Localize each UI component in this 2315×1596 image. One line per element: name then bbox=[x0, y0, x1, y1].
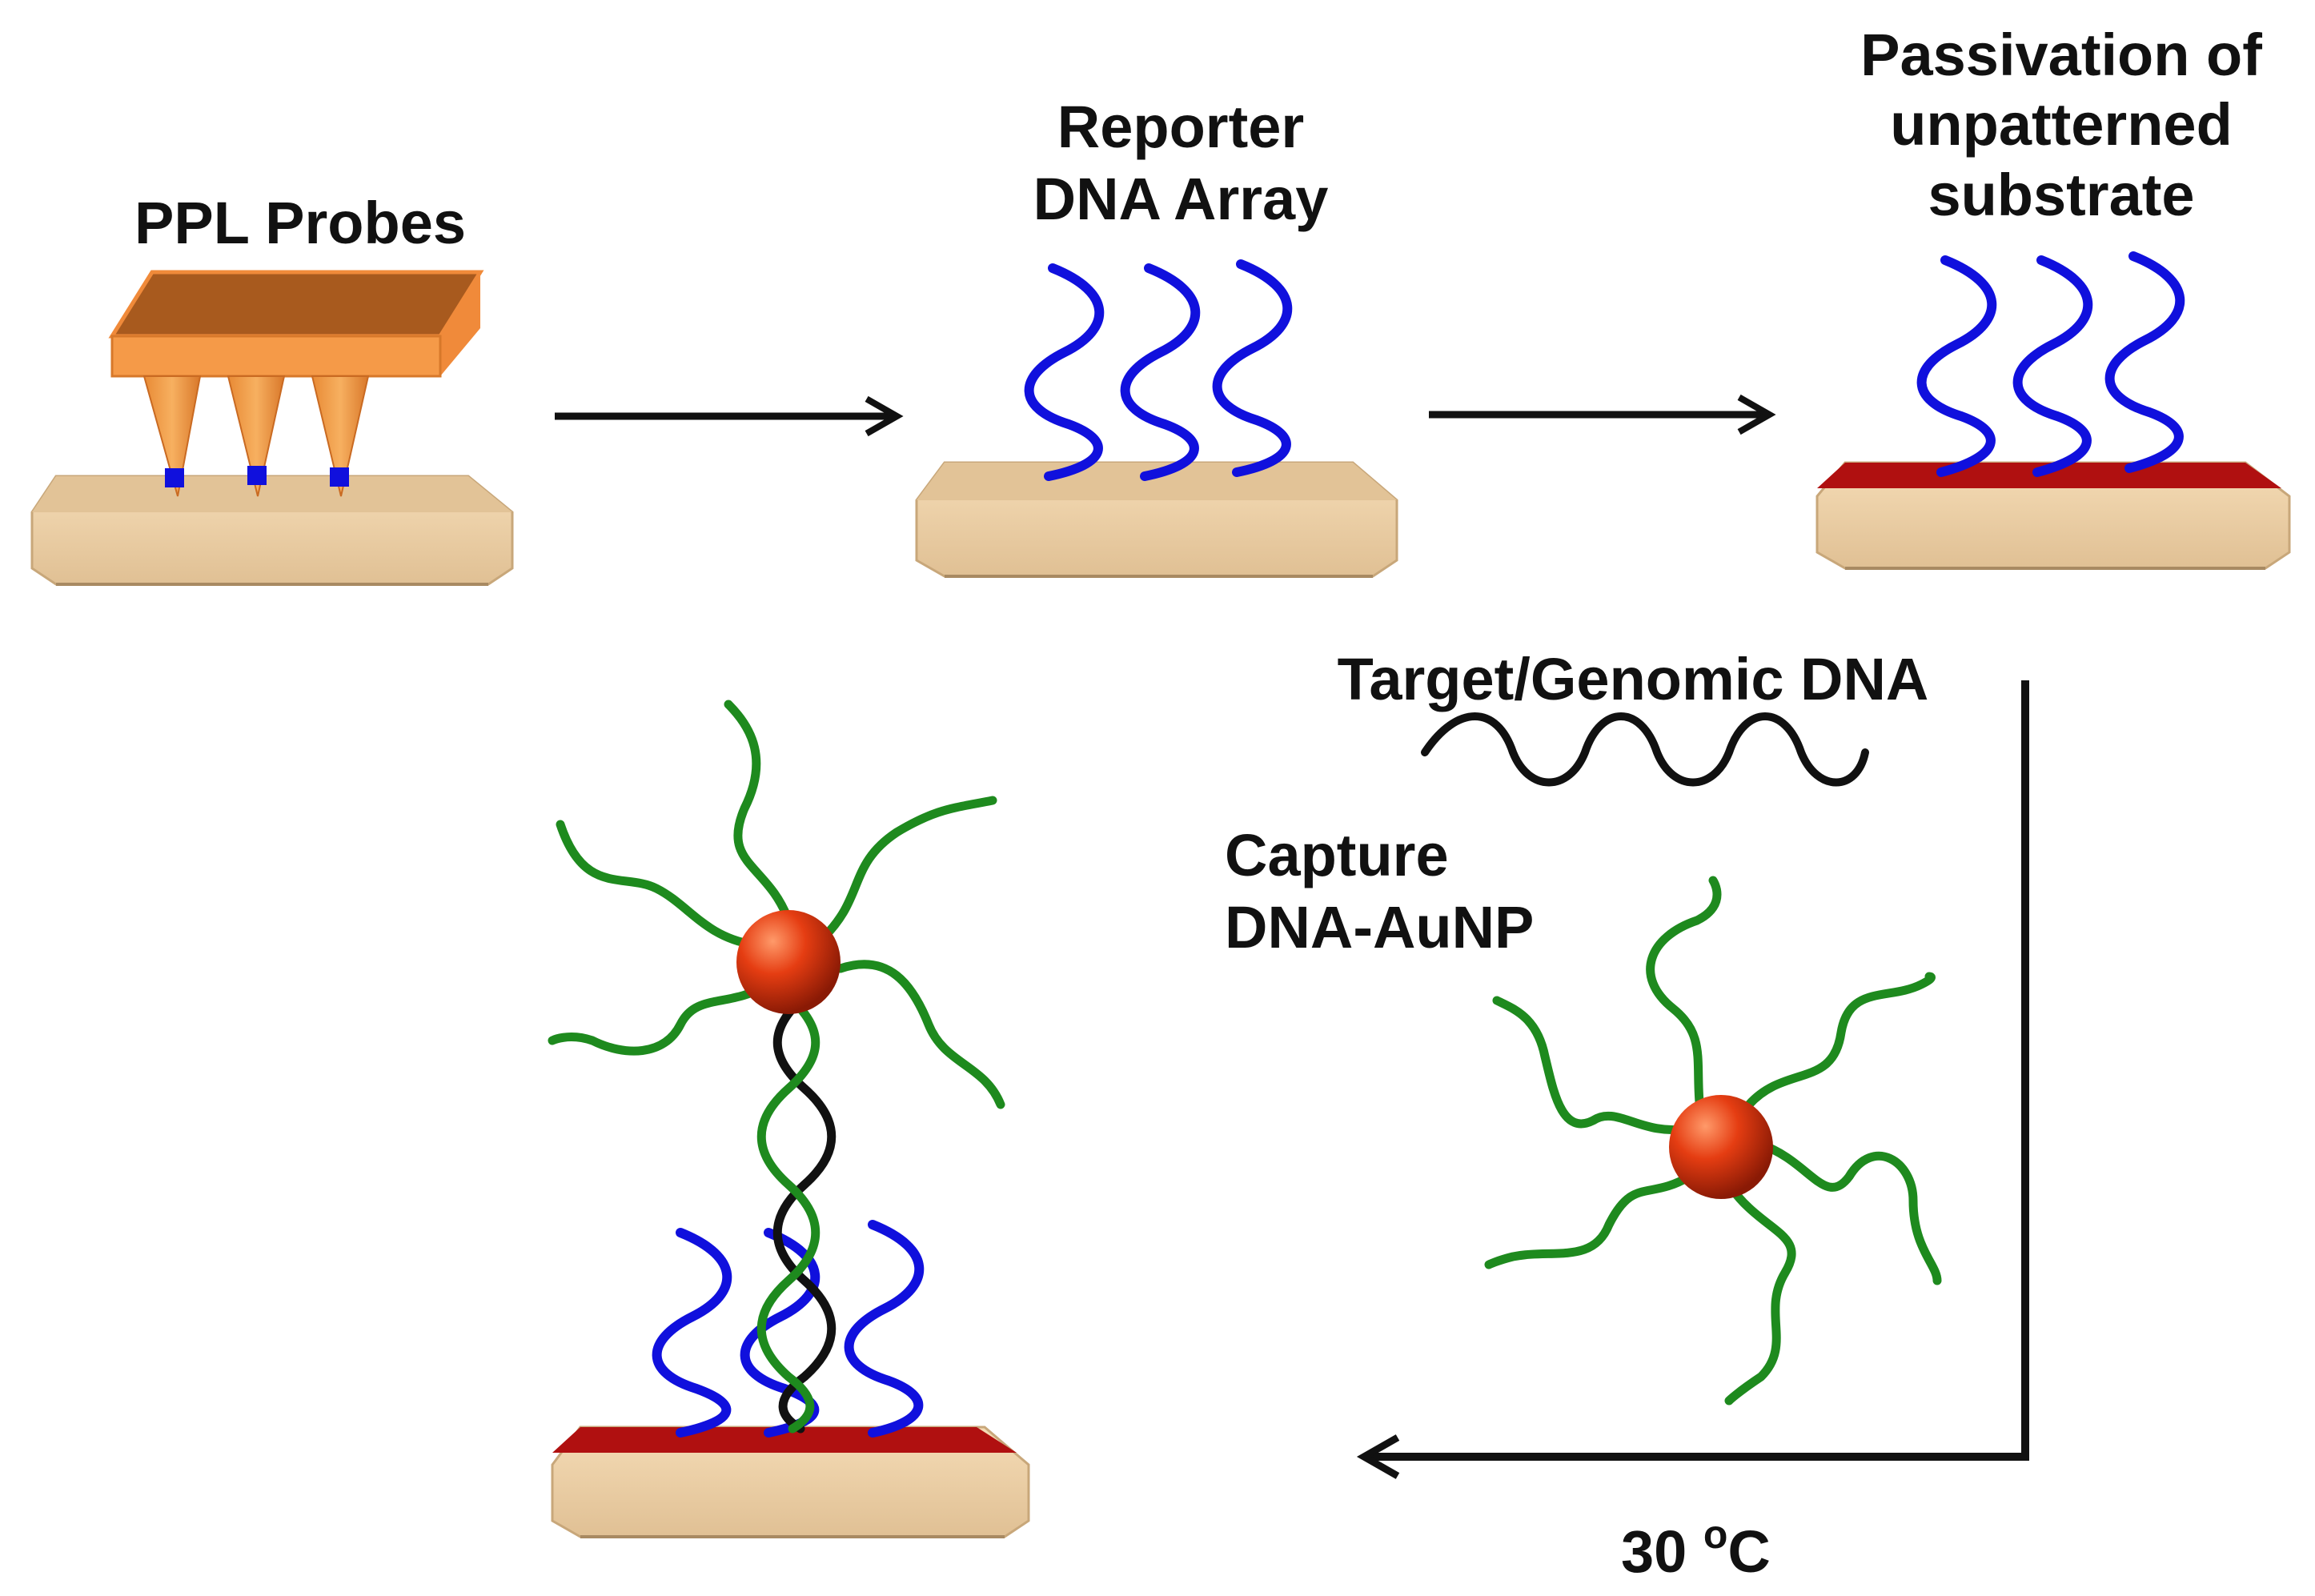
double-helix bbox=[756, 992, 837, 1434]
reporter-dna-strands-final bbox=[652, 1220, 925, 1438]
passivation-layer bbox=[552, 1427, 1017, 1453]
reporter-label-line2: DNA Array bbox=[1033, 166, 1329, 232]
passivation-layer bbox=[1817, 463, 2281, 488]
reporter-dna-strands bbox=[1024, 259, 1293, 481]
gold-nanoparticle-icon bbox=[736, 910, 841, 1014]
dna-strand-icon bbox=[2012, 255, 2093, 477]
dna-strand-icon bbox=[1212, 259, 1293, 477]
dna-strand-icon bbox=[1024, 263, 1105, 481]
temperature-degree: o bbox=[1703, 1512, 1728, 1557]
substrate-4 bbox=[551, 1426, 1030, 1538]
ink-dot bbox=[165, 468, 184, 487]
gold-nanoparticle-icon bbox=[1669, 1095, 1773, 1199]
reporter-label-line1: Reporter bbox=[1057, 94, 1305, 160]
dna-strand-icon bbox=[2104, 251, 2185, 473]
ink-dot bbox=[247, 466, 267, 485]
substrate-1 bbox=[30, 475, 514, 586]
target-dna-strand bbox=[1421, 712, 1869, 787]
capture-dna-aunp bbox=[1484, 876, 1942, 1406]
passivation-label-line1: Passivation of bbox=[1860, 22, 2262, 88]
ppl-probes-label: PPL Probes bbox=[134, 190, 467, 256]
capture-label-line2: DNA-AuNP bbox=[1225, 894, 1535, 960]
substrate-2 bbox=[915, 461, 1398, 578]
temperature-value: 30 bbox=[1621, 1518, 1703, 1585]
substrate-3 bbox=[1815, 461, 2291, 570]
temperature-label: 30 oC bbox=[1621, 1512, 1771, 1594]
reporter-dna-strands-passivated bbox=[1916, 251, 2185, 477]
bound-capture-dna bbox=[548, 700, 1005, 1109]
passivation-label-line3: substrate bbox=[1928, 162, 2195, 228]
dna-strand-icon bbox=[1120, 263, 1201, 481]
ink-dot bbox=[330, 467, 349, 487]
dna-strand-icon bbox=[1916, 255, 1997, 477]
passivation-label-line2: unpatterned bbox=[1890, 91, 2233, 158]
target-dna-label: Target/Genomic DNA bbox=[1337, 646, 1929, 712]
pen-array-icon bbox=[108, 270, 484, 497]
temperature-unit: C bbox=[1727, 1518, 1771, 1585]
arrow-step-3 bbox=[1356, 680, 2029, 1479]
capture-label-line1: Capture bbox=[1225, 822, 1449, 888]
